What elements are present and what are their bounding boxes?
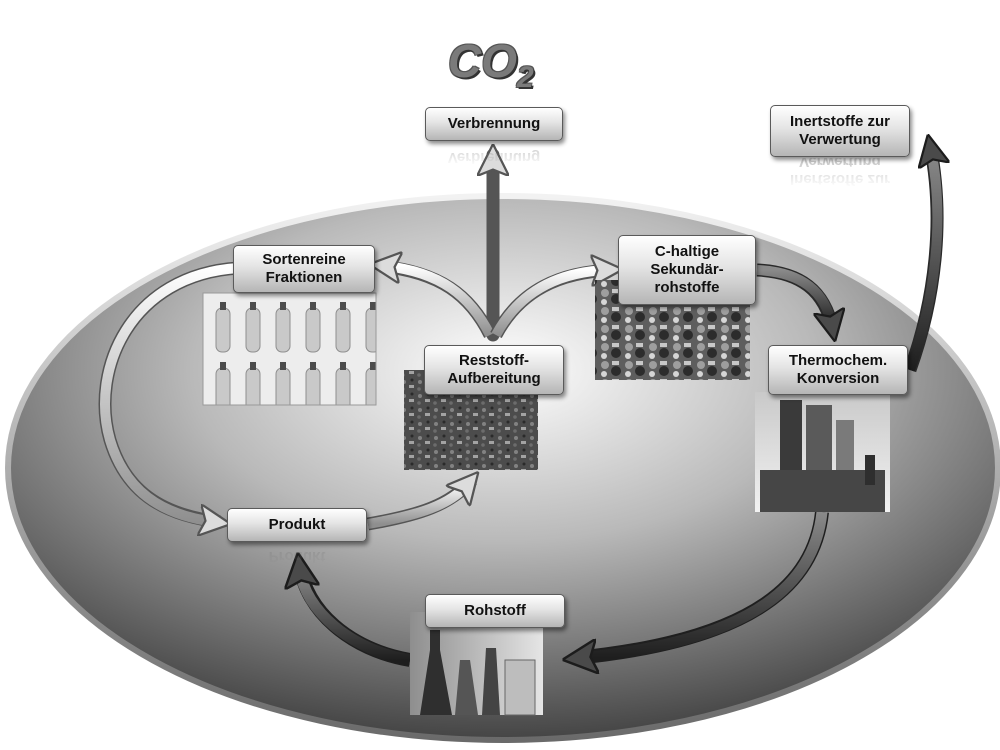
node-sortenreine: Sortenreine Fraktionen: [233, 245, 375, 293]
node-inertstoffe: Inertstoffe zur Verwertung: [770, 105, 910, 157]
node-reststoff: Reststoff- Aufbereitung: [424, 345, 564, 395]
co2-label: CO2: [448, 34, 568, 104]
co2-subscript: 2: [517, 61, 534, 94]
industrial-plant-photo: [755, 392, 890, 512]
node-verbrennung: Verbrennung: [425, 107, 563, 141]
laboratory-glassware-photo: [410, 612, 543, 716]
flow-arrows: [98, 145, 937, 660]
node-chaltige: C-haltige Sekundär- rohstoffe: [618, 235, 756, 305]
bottles-photo: [202, 292, 377, 406]
node-produkt: Produkt: [227, 508, 367, 542]
node-rohstoff: Rohstoff: [425, 594, 565, 628]
node-thermochem: Thermochem. Konversion: [768, 345, 908, 395]
co2-main-text: CO: [448, 35, 517, 87]
